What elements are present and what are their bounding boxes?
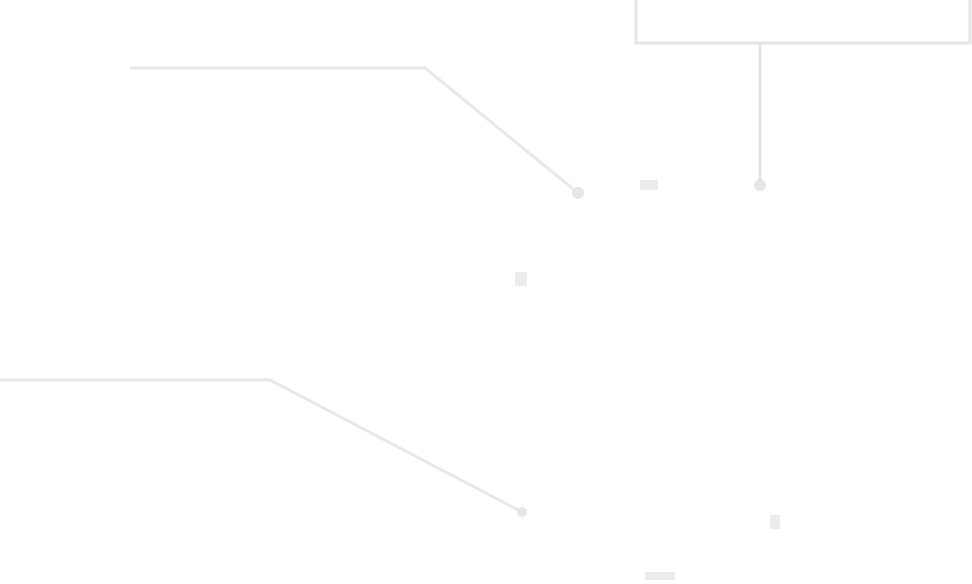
leader-endpoint-right [754, 179, 766, 191]
leader-line-lower [0, 378, 523, 514]
faint-mark [770, 515, 780, 529]
faint-mark [515, 272, 527, 286]
leader-line-upper [130, 66, 579, 195]
faint-mark [640, 180, 658, 190]
leader-endpoint-lower [517, 507, 527, 517]
callout-box-top-right [634, 0, 972, 45]
leader-endpoint-upper [572, 187, 584, 199]
faint-mark [645, 572, 675, 580]
